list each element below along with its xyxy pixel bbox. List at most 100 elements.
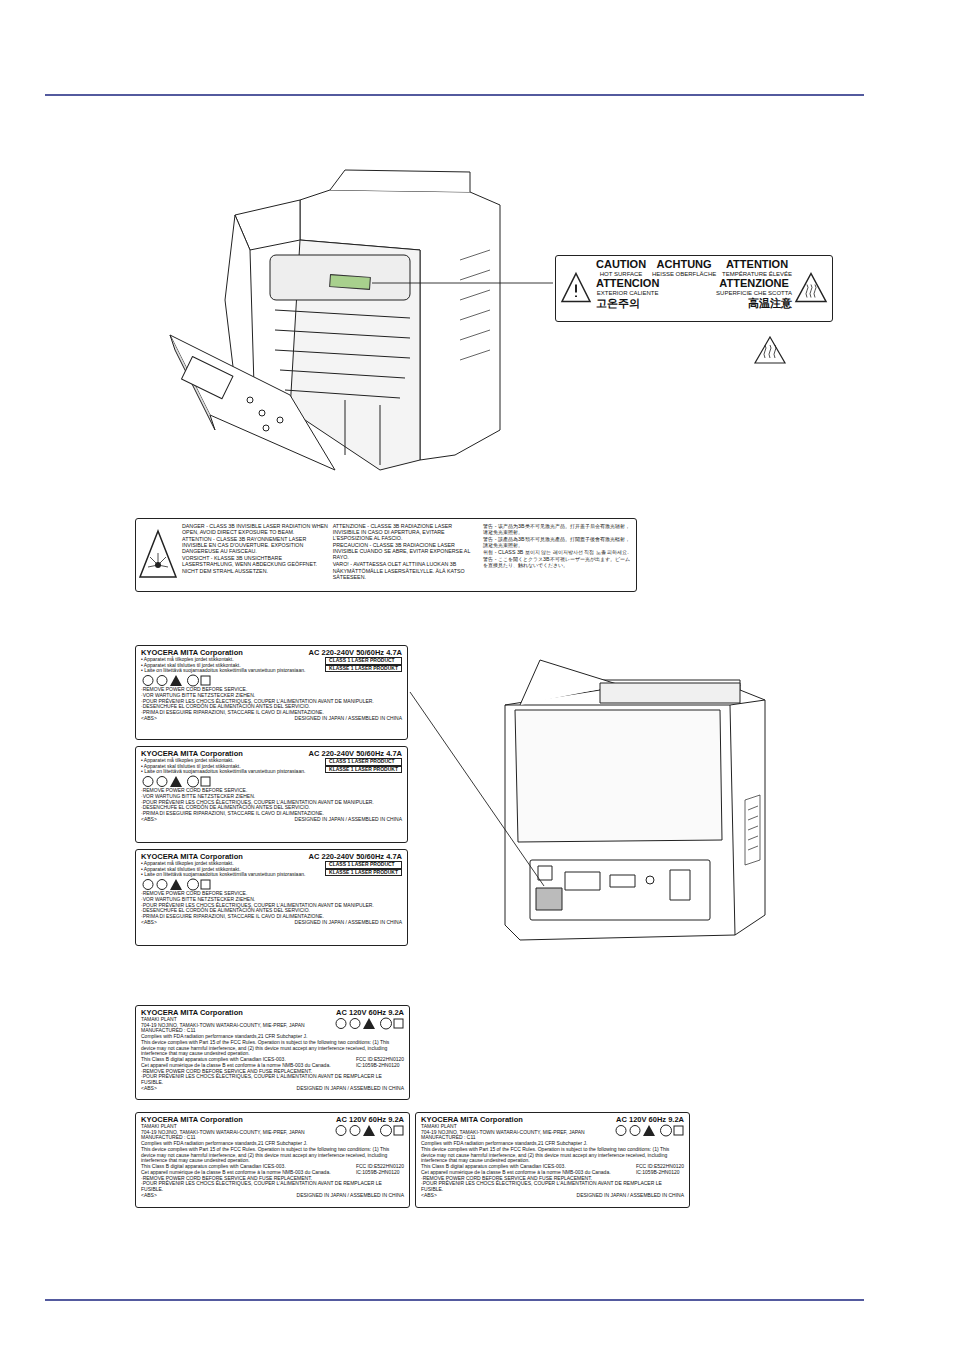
label-text: AC 120V 60Hz 9.2A (336, 1116, 404, 1124)
label-text: • Laite on liitettävä suojamaadoitus kos… (141, 668, 321, 674)
mark-icons (334, 1124, 404, 1137)
text-row: ·POUR PRÉVENIR LES CHOCS ÉLECTRIQUES, CO… (141, 1181, 404, 1193)
hot-surface-label-spot (330, 275, 371, 290)
label-text: DESIGNED IN JAPAN / ASSEMBLED IN CHINA (295, 920, 402, 926)
label-text: KYOCERA MITA Corporation (141, 1116, 243, 1124)
label-text: DESIGNED IN JAPAN / ASSEMBLED IN CHINA (295, 817, 402, 823)
text-cell: <ABS> (141, 1193, 157, 1199)
text-cell: ATTENZIONE - CLASSE 3B RADIAZIONE LASER … (333, 523, 480, 580)
label-text: IC:1059B-2HN0120 (356, 1170, 404, 1176)
text-row (141, 674, 402, 687)
text-cell: KYOCERA MITA Corporation (141, 853, 243, 861)
text-cell: DESIGNED IN JAPAN / ASSEMBLED IN CHINA (295, 920, 402, 926)
text-cell (141, 878, 211, 891)
text-cell: AC 120V 60Hz 9.2A (336, 1009, 404, 1017)
label-text: ATTENTION (726, 259, 788, 271)
text-cell: KYOCERA MITA Corporation (141, 1009, 243, 1017)
text-row: ·POUR PRÉVENIR LES CHOCS ÉLECTRIQUES, CO… (421, 1181, 684, 1193)
text-cell: ·POUR PRÉVENIR LES CHOCS ÉLECTRIQUES, CO… (421, 1181, 684, 1193)
label-text: KLASSE 1 LASER PRODUKT (325, 766, 402, 774)
text-cell: ACHTUNGHEISSE OBERFLÄCHE (652, 259, 716, 277)
text-row: KYOCERA MITA CorporationAC 220-240V 50/6… (141, 649, 402, 657)
text-row: ATTENCIONEXTERIOR CALIENTE ATTENZIONESUPE… (596, 278, 792, 296)
label-text: CLASS 1 LASER PRODUCT (325, 758, 402, 766)
rating-label: KYOCERA MITA CorporationAC 220-240V 50/6… (135, 849, 408, 946)
text-cell: KYOCERA MITA Corporation (141, 750, 243, 758)
footer-rule (45, 1299, 864, 1301)
text-cell: ATTENCIONEXTERIOR CALIENTE (596, 278, 659, 296)
mark-icons (334, 1017, 404, 1030)
leader-line (410, 692, 544, 886)
text-cell: AC 220-240V 50/60Hz 4.7A (309, 750, 402, 758)
text-row: <ABS> DESIGNED IN JAPAN / ASSEMBLED IN CH… (141, 716, 402, 722)
text-cell: TAMAKI PLANT704-19 NOJINO, TAMAKI-TOWN W… (421, 1124, 610, 1141)
label-text: 高温注意 (748, 298, 792, 310)
text-cell: TAMAKI PLANT704-19 NOJINO, TAMAKI-TOWN W… (141, 1124, 330, 1141)
label-text: 위험 - CLASS 3B 보이지 않는 레이저방사선 직접 노출 피하세요. (483, 549, 630, 555)
rating-label: KYOCERA MITA Corporation AC 220-240V 50/6… (135, 746, 408, 843)
text-cell (614, 1124, 684, 1137)
label-text: ATTENZIONE (719, 278, 788, 290)
caution-label: CAUTIONHOT SURFACEACHTUNGHEISSE OBERFLÄC… (555, 255, 833, 322)
text-cell: KYOCERA MITA Corporation (141, 649, 243, 657)
text-cell: 高温注意 (748, 298, 792, 310)
text-row: KYOCERA MITA Corporation AC 220-240V 50/6… (141, 750, 402, 758)
text-row: KYOCERA MITA Corporation AC 120V 60Hz 9.2… (141, 1116, 404, 1124)
rating-label: KYOCERA MITA Corporation AC 120V 60Hz 9.2… (135, 1112, 410, 1208)
text-row: This Class B digital apparatus complies … (421, 1164, 684, 1176)
text-cell: 警告 - 该产品为3B类不可见激光产品。打开盖子后会有激光辐射，请避免光束照射。… (483, 523, 630, 569)
text-row (141, 775, 402, 788)
text-cell: AC 120V 60Hz 9.2A (336, 1116, 404, 1124)
text-cell: FCC ID:E522HN0120IC:1059B-2HN0120 (356, 1164, 404, 1176)
label-text: CLASS 1 LASER PRODUCT (325, 657, 402, 665)
label-text: This device complies with Part 15 of the… (141, 1040, 404, 1057)
label-text: IC:1059B-2HN0120 (636, 1170, 684, 1176)
text-cell: DESIGNED IN JAPAN / ASSEMBLED IN CHINA (297, 1086, 404, 1092)
text-row (141, 878, 402, 891)
label-text: This device complies with Part 15 of the… (421, 1147, 684, 1164)
text-cell: ATTENTIONTEMPÉRATURE ÉLEVÉE (722, 259, 792, 277)
label-text: 警告 - 該產品為3B類不可見激光產品。打開蓋子後會有激光輻射，請避免光束照射。 (483, 536, 630, 548)
text-cell: This Class B digital apparatus complies … (141, 1057, 331, 1069)
label-text: 警告 - 该产品为3B类不可见激光产品。打开盖子后会有激光辐射，请避免光束照射。 (483, 523, 630, 535)
label-text: This device complies with Part 15 of the… (141, 1147, 404, 1164)
rating-label-spot (536, 888, 562, 910)
text-row: KYOCERA MITA Corporation AC 120V 60Hz 9.2… (421, 1116, 684, 1124)
label-text: AC 120V 60Hz 9.2A (616, 1116, 684, 1124)
text-row: DANGER - CLASS 3B INVISIBLE LASER RADIAT… (182, 523, 630, 580)
text-cell: <ABS> (421, 1193, 437, 1199)
text-row: TAMAKI PLANT704-19 NOJINO, TAMAKI-TOWN W… (141, 1124, 404, 1141)
text-cell: AC 120V 60Hz 9.2A (616, 1116, 684, 1124)
text-cell: DESIGNED IN JAPAN / ASSEMBLED IN CHINA (577, 1193, 684, 1199)
text-cell: ·POUR PRÉVENIR LES CHOCS ÉLECTRIQUES, CO… (141, 1074, 404, 1086)
label-text: KYOCERA MITA Corporation (141, 853, 243, 861)
text-cell: • Apparatet må tilkoples jordet stikkont… (141, 758, 321, 775)
label-text: <ABS> (141, 716, 157, 722)
text-cell: TAMAKI PLANT704-19 NOJINO, TAMAKI-TOWN W… (141, 1017, 330, 1034)
text-cell: CLASS 1 LASER PRODUCTKLASSE 1 LASER PROD… (325, 861, 402, 877)
label-text: CAUTION (596, 259, 646, 271)
label-text: VORSICHT - KLASSE 3B UNSICHTBARE LASERST… (182, 555, 329, 573)
label-text: <ABS> (141, 1193, 157, 1199)
text-cell: KYOCERA MITA Corporation (421, 1116, 523, 1124)
hot-surface-symbol (755, 337, 785, 363)
text-cell (141, 674, 211, 687)
text-row: This device complies with Part 15 of the… (141, 1147, 404, 1164)
laser-warning-label: DANGER - CLASS 3B INVISIBLE LASER RADIAT… (135, 518, 637, 592)
text-cell: This Class B digital apparatus complies … (141, 1164, 331, 1176)
text-cell: <ABS> (141, 716, 157, 722)
text-cell: FCC ID:E522HN0120IC:1059B-2HN0120 (356, 1057, 404, 1069)
label-text: AC 120V 60Hz 9.2A (336, 1009, 404, 1017)
printer-front-open (170, 170, 500, 470)
text-cell: DESIGNED IN JAPAN / ASSEMBLED IN CHINA (297, 1193, 404, 1199)
text-cell: This device complies with Part 15 of the… (421, 1147, 684, 1164)
label-text: <ABS> (141, 1086, 157, 1092)
text-cell: DESIGNED IN JAPAN / ASSEMBLED IN CHINA (295, 716, 402, 722)
label-text: SUPERFICIE CHE SCOTTA (716, 290, 792, 297)
label-text: KYOCERA MITA Corporation (141, 750, 243, 758)
label-text: • Laite on liitettävä suojamaadoitus kos… (141, 872, 321, 878)
rating-label: KYOCERA MITA Corporation AC 120V 60Hz 9.2… (415, 1112, 690, 1208)
text-row: <ABS> DESIGNED IN JAPAN / ASSEMBLED IN CH… (421, 1193, 684, 1199)
text-cell: This Class B digital apparatus complies … (421, 1164, 611, 1176)
label-text: KYOCERA MITA Corporation (141, 1009, 243, 1017)
